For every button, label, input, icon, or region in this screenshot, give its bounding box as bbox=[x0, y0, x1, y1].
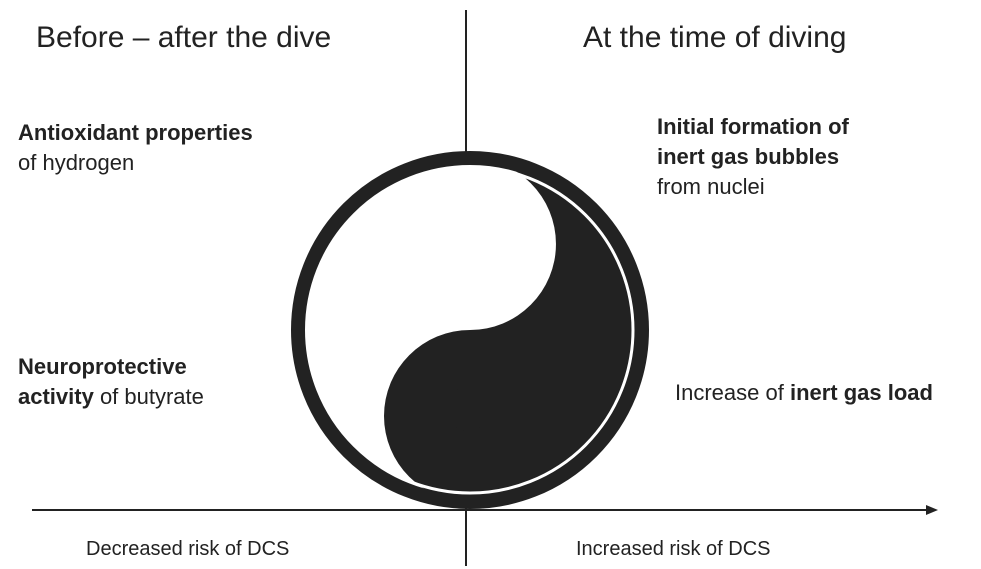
yin-yang-dark-dot bbox=[446, 387, 490, 431]
factor-neuroprotective-detail: of butyrate bbox=[93, 384, 204, 409]
yin-yang-inner-ring bbox=[305, 165, 635, 495]
factor-bubble-formation-title1: Initial formation of bbox=[657, 114, 849, 139]
axis-label-increased-risk: Increased risk of DCS bbox=[576, 538, 771, 560]
factor-gas-load-title: inert gas load bbox=[789, 380, 933, 405]
yin-yang-light-dot bbox=[446, 222, 490, 266]
yin-yang-outer-ring bbox=[291, 151, 649, 509]
factor-neuroprotective: Neuroprotective activity of butyrate bbox=[18, 352, 204, 412]
yin-yang-symbol bbox=[291, 151, 649, 509]
factor-gas-load-prefix: Increase of bbox=[675, 380, 790, 405]
factor-bubble-formation-detail: from nuclei bbox=[657, 174, 765, 199]
factor-bubble-formation: Initial formation of inert gas bubbles f… bbox=[657, 112, 849, 202]
factor-antioxidant-detail: of hydrogen bbox=[18, 150, 135, 175]
factor-bubble-formation-title2: inert gas bubbles bbox=[657, 144, 840, 169]
risk-axis-arrowhead bbox=[926, 505, 938, 515]
header-at-time-of-diving: At the time of diving bbox=[583, 21, 847, 54]
header-before-after-dive: Before – after the dive bbox=[36, 21, 332, 54]
factor-antioxidant: Antioxidant properties of hydrogen bbox=[18, 118, 253, 178]
factor-neuroprotective-line2: activity of butyrate bbox=[18, 382, 204, 412]
factor-neuroprotective-title: Neuroprotective bbox=[18, 354, 187, 379]
factor-gas-load: Increase of inert gas load bbox=[675, 378, 933, 408]
factor-antioxidant-title: Antioxidant properties bbox=[18, 120, 253, 145]
axis-label-decreased-risk: Decreased risk of DCS bbox=[86, 538, 290, 560]
factor-neuroprotective-activity: activity bbox=[18, 384, 94, 409]
